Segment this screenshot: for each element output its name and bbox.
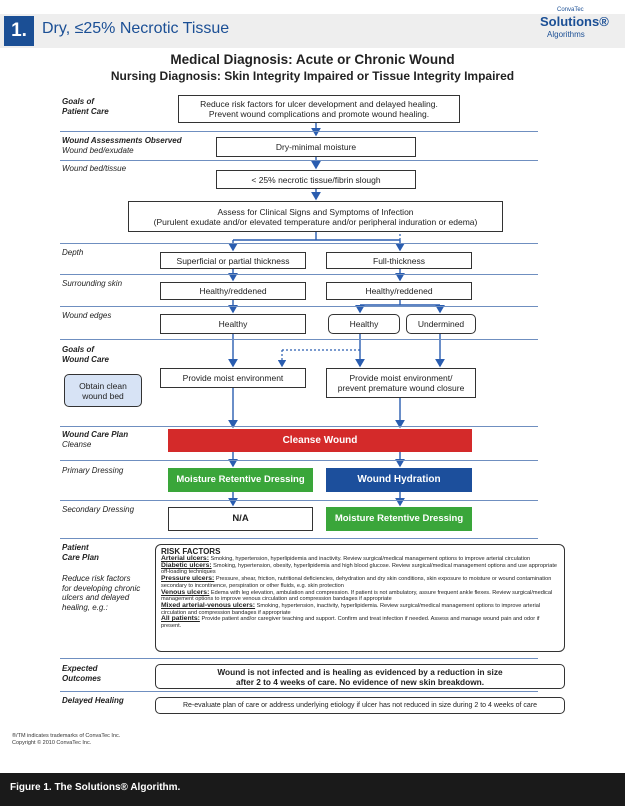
divider <box>60 274 538 275</box>
secondary-moisture-retentive-box: Moisture Retentive Dressing <box>326 507 472 531</box>
brand-logo: Solutions® <box>540 14 609 29</box>
divider <box>60 691 538 692</box>
label-wound-care-plan: Wound Care Plan <box>62 430 129 439</box>
label-secondary-dressing: Secondary Dressing <box>62 505 135 514</box>
delayed-healing-box: Re-evaluate plan of care or address unde… <box>155 697 565 714</box>
risk-item: All patients: Provide patient and/or car… <box>161 615 540 630</box>
risk-item: Arterial ulcers: Smoking, hypertension, … <box>161 555 531 562</box>
header-bar <box>0 14 625 48</box>
primary-moisture-retentive-box: Moisture Retentive Dressing <box>168 468 313 492</box>
label-primary-dressing: Primary Dressing <box>62 466 124 475</box>
label-goals-patient-care: Goals of Patient Care <box>62 97 109 116</box>
algorithm-number: 1. <box>4 16 34 46</box>
risk-factors-title: RISK FACTORS <box>161 547 221 556</box>
undermined-edges-box: Undermined <box>406 314 476 334</box>
risk-item: Mixed arterial-venous ulcers: Smoking, h… <box>161 601 541 616</box>
healthy-edges-right-box: Healthy <box>328 314 400 334</box>
medical-diagnosis-title: Medical Diagnosis: Acute or Chronic Woun… <box>170 52 455 67</box>
label-wound-bed-exudate: Wound bed/exudate <box>62 146 134 155</box>
divider <box>60 500 538 501</box>
label-cleanse: Cleanse <box>62 440 92 449</box>
label-depth: Depth <box>62 248 84 257</box>
divider <box>60 426 538 427</box>
secondary-na-box: N/A <box>168 507 313 531</box>
figure-caption: Figure 1. The Solutions® Algorithm. <box>10 782 181 793</box>
wound-hydration-box: Wound Hydration <box>326 468 472 492</box>
risk-factors-box: RISK FACTORS Arterial ulcers: Smoking, h… <box>155 544 565 652</box>
risk-item: Diabetic ulcers: Smoking, hypertension, … <box>161 561 557 576</box>
nursing-diagnosis-title: Nursing Diagnosis: Skin Integrity Impair… <box>110 69 515 83</box>
dry-moisture-box: Dry-minimal moisture <box>216 137 416 157</box>
copyright-note: Copyright © 2010 ConvaTec Inc. <box>12 740 92 746</box>
necrotic-tissue-box: < 25% necrotic tissue/fibrin slough <box>216 170 416 189</box>
label-surrounding-skin: Surrounding skin <box>62 279 123 288</box>
algorithm-title: Dry, ≤25% Necrotic Tissue <box>42 20 230 37</box>
healthy-reddened-left-box: Healthy/reddened <box>160 282 306 300</box>
divider <box>60 538 538 539</box>
moist-environment-right-box: Provide moist environment/ prevent prema… <box>326 368 476 398</box>
divider <box>60 460 538 461</box>
divider <box>60 306 538 307</box>
label-expected-outcomes: Expected Outcomes <box>62 664 102 683</box>
risk-item: Venous ulcers: Edema with leg elevation,… <box>161 588 553 603</box>
goals-patient-care-box: Reduce risk factors for ulcer developmen… <box>178 95 460 123</box>
divider <box>60 339 538 340</box>
assess-infection-box: Assess for Clinical Signs and Symptoms o… <box>128 201 503 232</box>
full-thickness-box: Full-thickness <box>326 252 472 269</box>
divider <box>60 243 538 244</box>
caption-bar <box>0 773 625 806</box>
superficial-depth-box: Superficial or partial thickness <box>160 252 306 269</box>
risk-item: Pressure ulcers: Pressure, shear, fricti… <box>161 575 552 589</box>
healthy-edges-left-box: Healthy <box>160 314 306 334</box>
label-wound-assessments: Wound Assessments Observed <box>62 136 182 145</box>
label-wound-edges: Wound edges <box>62 311 112 320</box>
obtain-clean-wound-bed-box: Obtain clean wound bed <box>64 374 142 407</box>
divider <box>60 160 538 161</box>
label-reduce-risk: Reduce risk factors for developing chron… <box>62 574 141 612</box>
cleanse-wound-box: Cleanse Wound <box>168 429 472 452</box>
divider <box>60 658 538 659</box>
label-patient-care-plan: Patient Care Plan <box>62 543 99 562</box>
moist-environment-left-box: Provide moist environment <box>160 368 306 388</box>
expected-outcomes-box: Wound is not infected and is healing as … <box>155 664 565 689</box>
brand-company: ConvaTec <box>557 7 584 13</box>
brand-subtitle: Algorithms <box>547 30 585 39</box>
divider <box>60 131 538 132</box>
trademark-note: ®/TM indicates trademarks of ConvaTec In… <box>12 733 121 739</box>
healthy-reddened-right-box: Healthy/reddened <box>326 282 472 300</box>
label-delayed-healing: Delayed Healing <box>62 696 124 705</box>
label-wound-bed-tissue: Wound bed/tissue <box>62 164 127 173</box>
label-goals-wound-care: Goals of Wound Care <box>62 345 109 364</box>
